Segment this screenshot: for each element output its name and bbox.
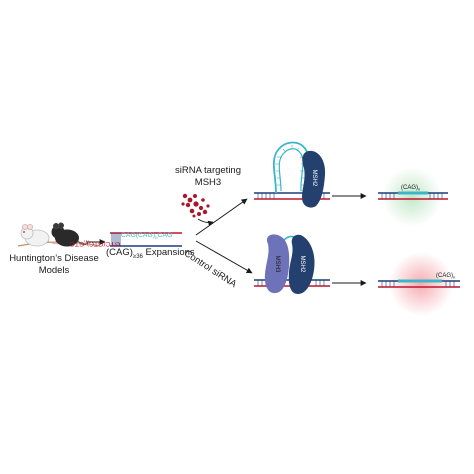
repeat-dna-duplex: CAG(CAG)nCAG GTC(GTC)nGTC bbox=[70, 232, 182, 247]
lower-branch-arrow bbox=[195, 240, 253, 274]
top-msh2-protein bbox=[302, 150, 326, 208]
green-halo bbox=[382, 167, 442, 227]
repeat-top-strand-text: CAG(CAG)nCAG bbox=[121, 232, 172, 240]
models-label: Huntington’s Disease Models bbox=[4, 253, 104, 277]
sirna-label-line1: siRNA targeting bbox=[175, 165, 242, 176]
expansion-label-subscript: ≥36 bbox=[132, 253, 143, 260]
red-halo bbox=[389, 252, 453, 316]
expansion-label-prefix: (CAG) bbox=[106, 247, 133, 258]
black-mouse-icon bbox=[51, 222, 89, 247]
bottom-msh2-protein bbox=[288, 234, 315, 294]
msh2-top-label: MSH2 bbox=[311, 170, 317, 187]
sirna-msh3-label: siRNA targeting MSH3 bbox=[175, 165, 241, 189]
models-label-line1: Huntington’s Disease bbox=[9, 253, 99, 264]
upper-branch-arrow bbox=[195, 198, 248, 236]
sirna-label-line2: MSH3 bbox=[194, 177, 222, 188]
white-mouse-icon bbox=[20, 224, 63, 247]
repeat-bottom-strand-text: GTC(GTC)nGTC bbox=[70, 239, 120, 247]
bottom-mutsbeta-complex bbox=[254, 234, 330, 294]
sirna-particles-icon bbox=[181, 193, 210, 218]
top-repeat-label: (CAG)n bbox=[401, 185, 420, 192]
msh3-label: MSH3 bbox=[274, 256, 280, 273]
expansion-label-suffix: Expansions bbox=[142, 247, 195, 258]
stable-repeat-outcome: (CAG)n bbox=[378, 167, 448, 227]
msh3-protein bbox=[264, 234, 290, 294]
mouse-models-group bbox=[17, 222, 101, 247]
sirna-delivery-arrow bbox=[197, 218, 214, 226]
top-mismatch-complex bbox=[254, 141, 330, 208]
expanded-repeat-outcome: (CAG)n bbox=[378, 252, 460, 316]
msh2-bottom-label: MSH2 bbox=[299, 256, 305, 273]
expansion-label: (CAG)≥36 Expansions bbox=[106, 247, 195, 260]
bottom-repeat-label: (CAG)n bbox=[436, 273, 455, 280]
models-label-line2: Models bbox=[38, 265, 70, 276]
